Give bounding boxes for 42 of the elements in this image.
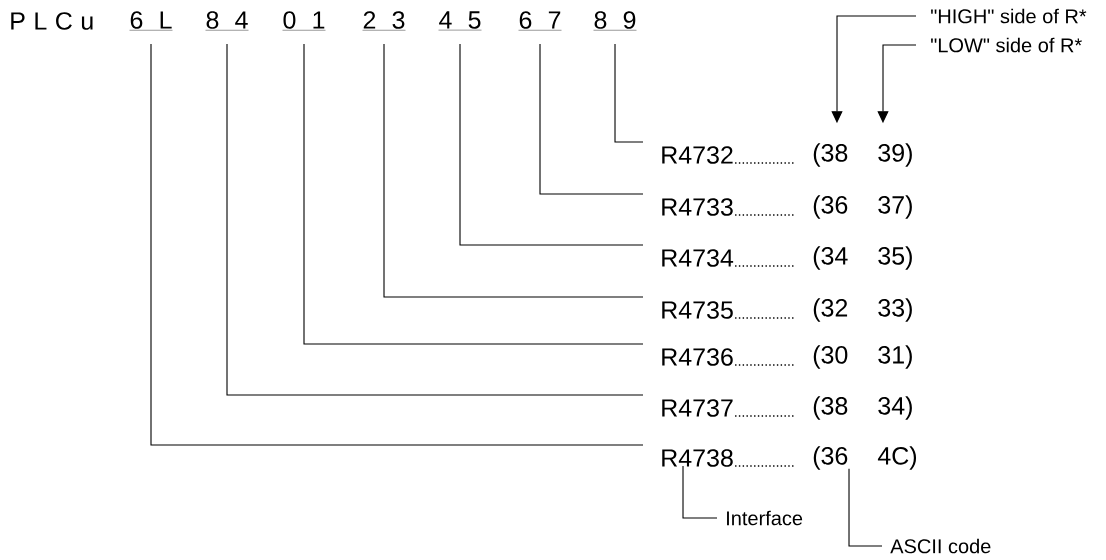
dot-leader <box>734 415 796 417</box>
underlined-digits: 4 5 <box>438 11 482 31</box>
annotation-text: ASCII code <box>890 538 991 554</box>
underlined-digits: 8 4 <box>205 11 249 31</box>
register-name: R4736 <box>662 348 733 366</box>
dot-leader <box>734 465 796 467</box>
underlined-digits: 0 1 <box>282 11 326 31</box>
dot-leader <box>734 364 796 366</box>
ascii-code-pair: (32 33) <box>813 298 912 322</box>
leader-line <box>848 468 883 547</box>
dot-leader <box>734 162 796 164</box>
leader-line <box>682 465 718 519</box>
underlined-digits: 6 L <box>129 11 173 31</box>
register-name: R4737 <box>662 399 733 417</box>
register-name: R4735 <box>662 301 733 319</box>
connector-line <box>303 43 644 345</box>
ascii-code-pair: (36 37) <box>813 195 912 219</box>
underlined-digits: 8 9 <box>593 11 637 31</box>
connector-line <box>539 43 644 195</box>
register-name: R4733 <box>662 198 733 216</box>
underlined-digits: 6 7 <box>518 11 562 31</box>
dot-leader <box>734 214 796 216</box>
ascii-code-pair: (36 4C) <box>813 446 917 470</box>
register-name: R4738 <box>662 449 733 467</box>
connector-line <box>150 43 644 446</box>
ascii-code-pair: (30 31) <box>813 345 912 369</box>
connector-line <box>614 43 644 143</box>
annotation-text: "LOW" side of R* <box>931 37 1082 53</box>
connector-line <box>459 43 644 246</box>
dot-leader <box>734 317 796 319</box>
ascii-code-pair: (38 39) <box>813 143 912 167</box>
register-name: R4734 <box>662 249 734 267</box>
annotation-text: "HIGH" side of R* <box>931 8 1087 24</box>
ascii-code-pair: (34 35) <box>813 246 912 270</box>
title-text: P L C u <box>11 12 93 30</box>
connector-line <box>226 43 644 396</box>
annotation-text: Interface <box>727 510 803 526</box>
ascii-code-pair: (38 34) <box>813 396 912 420</box>
register-name: R4732 <box>662 146 733 164</box>
underlined-digits: 2 3 <box>362 11 406 31</box>
connector-line <box>383 43 644 298</box>
dot-leader <box>734 265 796 267</box>
